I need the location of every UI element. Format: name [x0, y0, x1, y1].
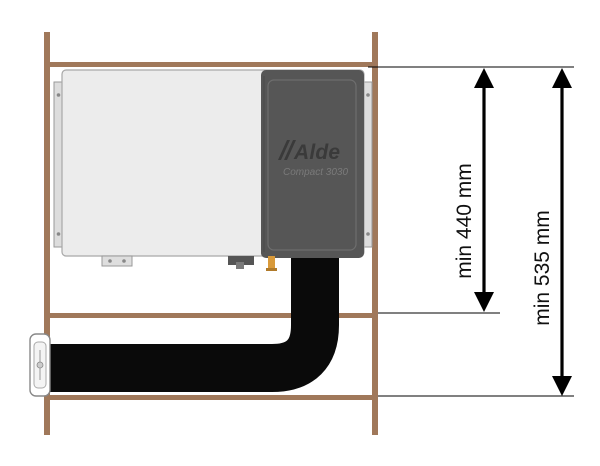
frame-rail-bottom: [44, 395, 378, 400]
dimension-outer: min 535 mm: [378, 66, 574, 397]
dimension-inner-arrow-top: [474, 68, 494, 88]
frame-post-left: [44, 32, 50, 435]
wooden-frame: [44, 32, 378, 435]
model-name: Compact 3030: [283, 167, 348, 178]
boiler-front-inset: [267, 79, 357, 251]
brand-logo-mark: [278, 140, 296, 160]
dimension-inner-arrow-bottom: [474, 292, 494, 312]
boiler-front-panel: [261, 70, 364, 258]
dimension-inner-label: min 440 mm: [453, 163, 476, 279]
dimension-inner: min 440 mm: [368, 66, 500, 314]
dimension-outer-arrow-top: [552, 68, 572, 88]
frame-post-right: [372, 32, 378, 435]
frame-rail-top: [44, 62, 378, 67]
bottom-bracket: [101, 255, 133, 267]
dimension-outer-label: min 535 mm: [531, 210, 554, 326]
pipe-connection-valve: [268, 256, 275, 271]
pipe-connection-block: [228, 256, 254, 265]
flue-pipe: [44, 255, 339, 392]
dimension-outer-arrow-bottom: [552, 376, 572, 396]
frame-rail-middle: [44, 313, 378, 318]
boiler-unit: Alde Compact 3030: [53, 69, 373, 271]
brand-logo: Alde: [278, 140, 340, 164]
mounting-bracket-right: [363, 81, 373, 248]
brand-logo-text: Alde: [293, 141, 340, 164]
flue-terminal: [29, 333, 51, 397]
